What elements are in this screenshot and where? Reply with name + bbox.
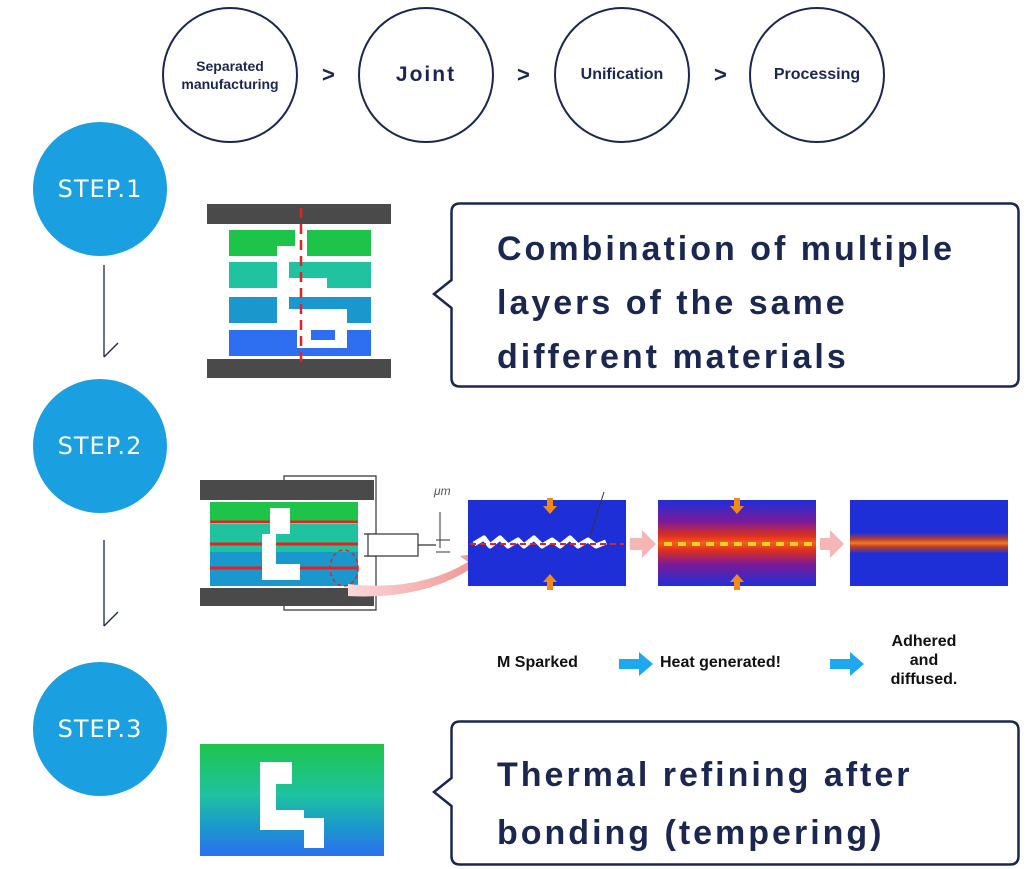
process-step-label: Processing: [773, 66, 861, 83]
step-2-sintering-illustration: [200, 475, 1008, 611]
stage-label-heat: Heat generated!: [660, 654, 781, 671]
process-step-processing: Processing: [749, 7, 885, 143]
step-2-label: STEP.2: [57, 432, 143, 460]
process-step-label: Separated manufacturing: [181, 58, 279, 92]
step-3-speech-bubble: [431, 720, 1020, 866]
step-arrow-icon: [103, 265, 119, 358]
arrow-right-icon: [830, 652, 864, 676]
process-separator: >: [322, 62, 335, 87]
process-step-label: Unification: [580, 66, 664, 83]
arrow-right-icon: [619, 652, 653, 676]
process-step-label: Joint: [395, 63, 457, 86]
step-2-badge: STEP.2: [33, 379, 167, 513]
step-1-speech-bubble: [431, 202, 1020, 388]
step-1-label: STEP.1: [57, 175, 143, 203]
process-step-separated-manufacturing: Separated manufacturing: [162, 7, 298, 143]
step-3-label: STEP.3: [57, 715, 143, 743]
step-1-badge: STEP.1: [33, 122, 167, 256]
step-1-description: Combination of multiple layers of the sa…: [497, 230, 956, 376]
step-3-bonded-block-illustration: [200, 744, 384, 856]
step-3-description: Thermal refining after bonding (temperin…: [497, 756, 913, 852]
process-separator: >: [714, 62, 727, 87]
stage-label-adhered: Adhered and diffused.: [890, 633, 958, 688]
step-3-badge: STEP.3: [33, 662, 167, 796]
micrometer-unit-label: μm: [434, 484, 451, 498]
stage-label-sparked: M Sparked: [497, 654, 578, 671]
process-step-joint: Joint: [358, 7, 494, 143]
step-1-layer-stack-illustration: [207, 204, 391, 378]
step-arrow-icon: [103, 540, 119, 627]
process-separator: >: [517, 62, 530, 87]
process-step-unification: Unification: [554, 7, 690, 143]
